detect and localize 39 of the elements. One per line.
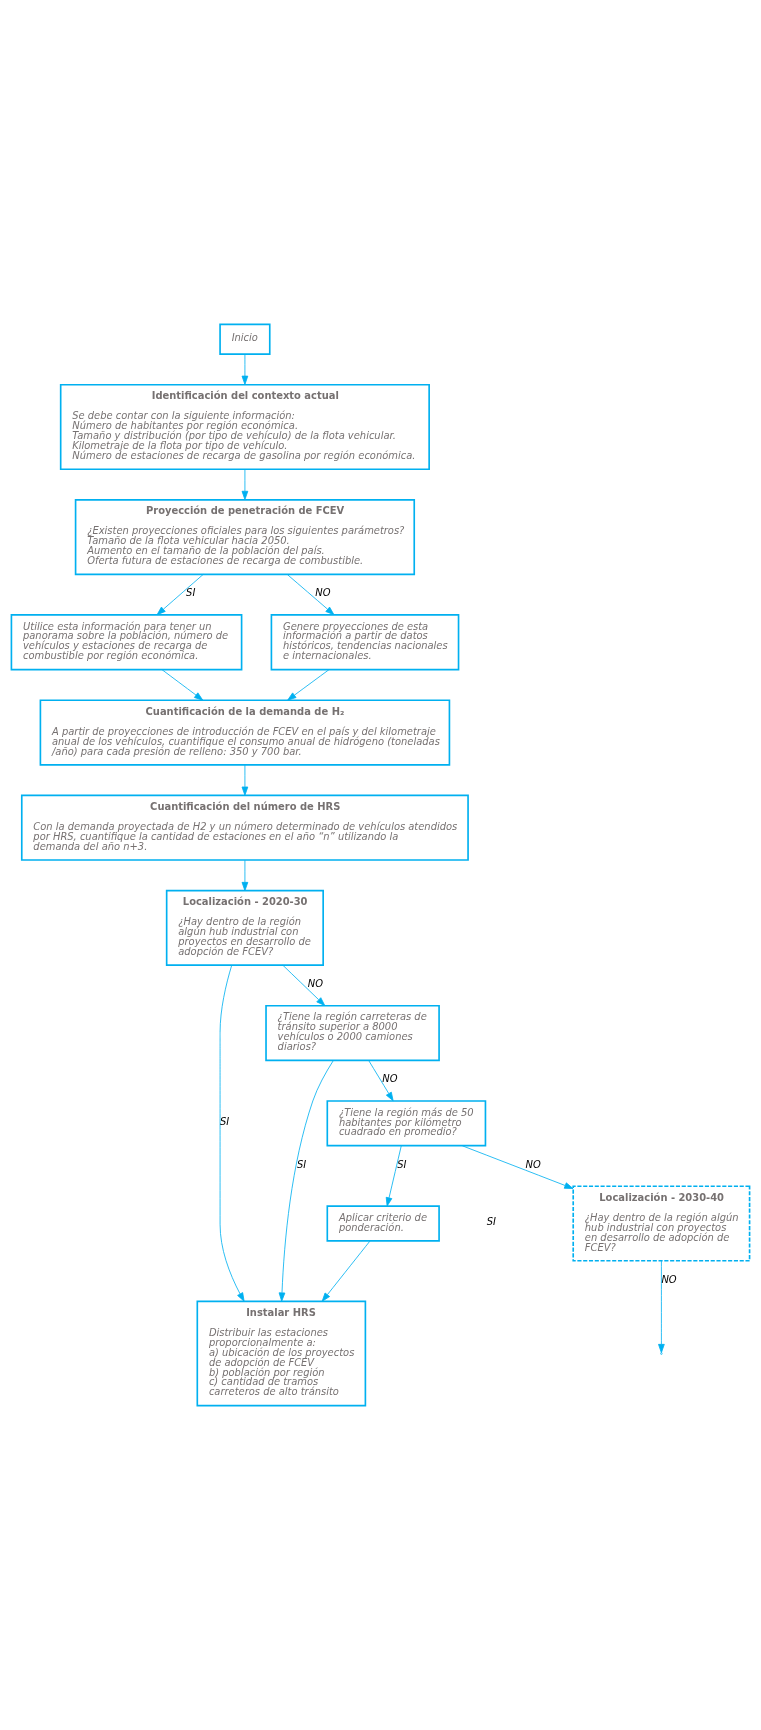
arrow (321, 1240, 371, 1302)
node-box: ¿Tiene la región carreteras de tránsito superior a 8000 vehículos o 2000 camiones diarios? (265, 1004, 440, 1062)
edge-label: NO (382, 1073, 398, 1085)
arrow (385, 1145, 402, 1207)
node-box: Localización - 2030-40 ¿Hay dentro de la región algún hub industrial con proyectos en desarrollo de adopción de FCEV? (572, 1185, 751, 1262)
edge-label: SI (186, 587, 196, 599)
node-box: Genere proyecciones de esta información a partir de datos históricos, tendencias nacionales e internacionales. (270, 614, 460, 671)
edge-label: SI (220, 1116, 230, 1128)
node-box: Cuantificación del número de HRS Con la demanda proyectada de H2 y un número determinado de vehículos atendidos por HRS, cuantifique la cantidad de estaciones en el año “n” utilizando la demanda del año n+3. (20, 794, 469, 861)
node-box: Instalar HRS Distribuir las estaciones proporcionalmente a: a) ubicación de los proyectos de adopción de FCEV b) población por región c) cantidad de tramos carreteros de alto tránsito (196, 1300, 367, 1407)
node-box: Identificación del contexto actual Se debe contar con la siguiente información: Número de habitantes por región económica. Tamaño y distribución (por tipo de vehículo) de la flota vehicular. Kilometraje de la flota por tipo de vehículo. Número de estaciones de recarga de gasolina por región económica. (59, 383, 430, 471)
edge-label: NO (661, 1273, 677, 1285)
node-box: Localización - 2020-30 ¿Hay dentro de la región algún hub industrial con proyectos en desarrollo de adopción de FCEV? (165, 889, 324, 967)
arrow (241, 859, 249, 892)
arrow (156, 574, 204, 616)
edge-label: NO (525, 1158, 541, 1170)
node-box: Aplicar criterio de ponderación. (326, 1205, 440, 1242)
arrow (461, 1145, 574, 1189)
arrow (161, 669, 204, 701)
node-box: Cuantificación de la demanda de H₂ A partir de proyecciones de introducción de FCEV en el país y del kilometraje anual de los vehículos, cuantifique el consumo anual de hidrógeno (toneladas /año) para cada presión de relleno: 350 y 700 bar. (39, 699, 451, 766)
arrow (287, 669, 330, 701)
arrow (368, 1060, 394, 1102)
node-box: Inicio (219, 323, 271, 355)
arrow (278, 1060, 334, 1302)
edge-label: SI (297, 1158, 307, 1170)
node-box: Utilice esta información para tener un panorama sobre la población, número de vehículos y estaciones de recarga de combustible por región económica. (10, 614, 243, 671)
arrow (658, 1260, 665, 1354)
arrow (241, 764, 249, 796)
arrow (286, 574, 335, 616)
edge-label: NO (307, 978, 324, 990)
node-box: Proyección de penetración de FCEV ¿Existen proyecciones oficiales para los siguientes parámetros? Tamaño de la flota vehicular hacia 2050. Aumento en el tamaño de la población del país. Oferta futura de estaciones de recarga de combustible. (74, 499, 416, 576)
label: SI (486, 1216, 496, 1228)
arrow (241, 469, 249, 500)
edge-label: SI (397, 1158, 407, 1170)
arrow (241, 353, 249, 385)
node-box: ¿Tiene la región más de 50 habitantes por kilómetro cuadrado en promedio? (326, 1100, 487, 1147)
arrow (282, 964, 326, 1006)
edge-label: NO (315, 587, 331, 599)
arrow (219, 964, 245, 1302)
